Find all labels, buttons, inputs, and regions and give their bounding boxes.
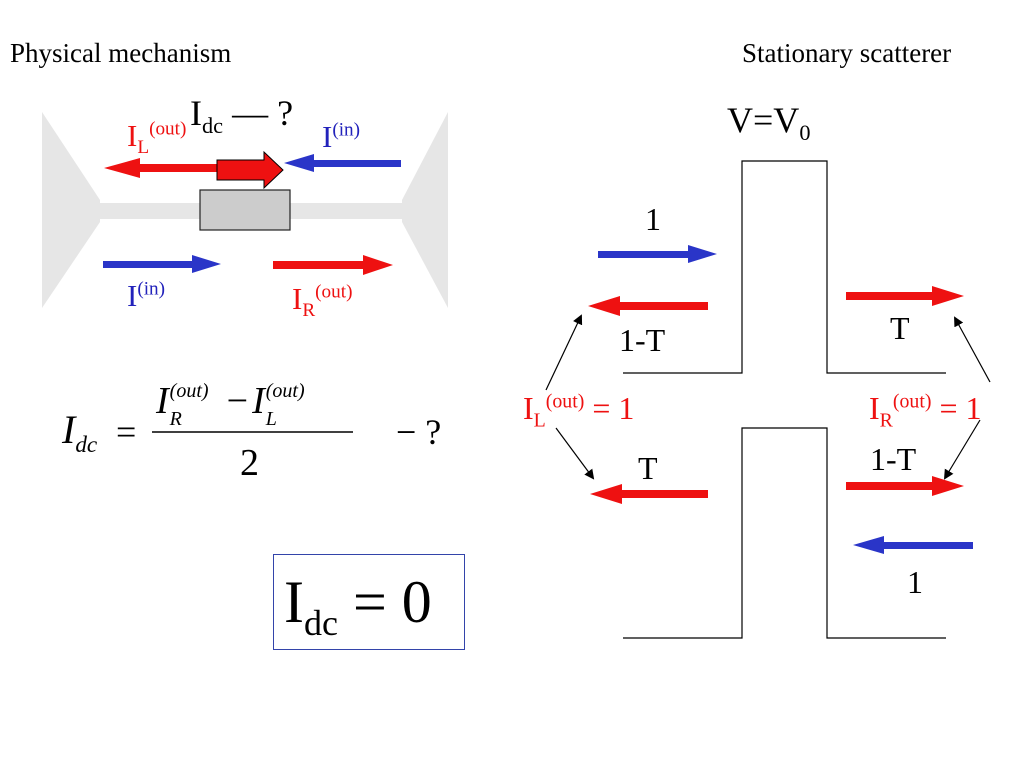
- arrow-idc-block: [216, 150, 284, 190]
- arrow-il-out: [104, 158, 274, 178]
- result-box: [273, 554, 465, 650]
- arrow-ir-out: [273, 255, 393, 275]
- pointer-il-up: [545, 314, 583, 391]
- idc-question-label: Idc — ?: [190, 93, 294, 139]
- result-equation: Idc = 0: [284, 569, 432, 643]
- bottom-transmitted-label: T: [638, 450, 658, 486]
- formula-lhs: Idc: [62, 407, 98, 458]
- pointer-ir-down: [943, 419, 981, 480]
- arrow-top-transmitted: [846, 286, 964, 306]
- top-transmitted-label: T: [890, 310, 910, 346]
- barrier-label: V=V0: [727, 100, 811, 146]
- i-in-bottom-label: I(in): [127, 278, 166, 313]
- top-reflected-label: 1-T: [619, 322, 666, 358]
- arrow-i-in-top: [284, 154, 401, 172]
- ir-out-equals-label: IR(out) = 1: [869, 390, 982, 432]
- barrier-bottom: [623, 427, 946, 639]
- left-contact-shape: [42, 112, 100, 308]
- ir-out-label: IR(out): [292, 281, 353, 322]
- arrow-bottom-transmitted: [590, 484, 708, 504]
- heading-physical-mechanism: Physical mechanism: [10, 38, 232, 68]
- il-out-equals-label: IL(out) = 1: [523, 390, 635, 432]
- bottom-reflected-label: 1-T: [870, 441, 917, 477]
- formula-numerator: I(out)R−I(out)L: [156, 380, 305, 430]
- heading-stationary-scatterer: Stationary scatterer: [742, 38, 952, 68]
- arrow-i-in-bottom: [103, 255, 221, 273]
- il-out-label: IL(out): [127, 118, 187, 159]
- pointer-ir-up: [954, 316, 991, 383]
- i-in-top-label: I(in): [322, 119, 361, 154]
- formula-tail: − ?: [396, 412, 442, 452]
- formula-equals: =: [116, 412, 137, 452]
- arrow-top-reflected: [588, 296, 708, 316]
- right-contact-shape: [402, 112, 448, 308]
- barrier-top: [623, 160, 946, 374]
- bottom-incident-label: 1: [907, 564, 923, 600]
- arrow-bottom-incident: [853, 536, 973, 554]
- scatterer-box: [199, 189, 291, 231]
- formula-denominator: 2: [240, 442, 259, 484]
- arrow-top-incident: [598, 245, 717, 263]
- top-incident-label: 1: [645, 201, 661, 237]
- pointer-il-down: [555, 427, 595, 480]
- arrow-bottom-reflected: [846, 476, 964, 496]
